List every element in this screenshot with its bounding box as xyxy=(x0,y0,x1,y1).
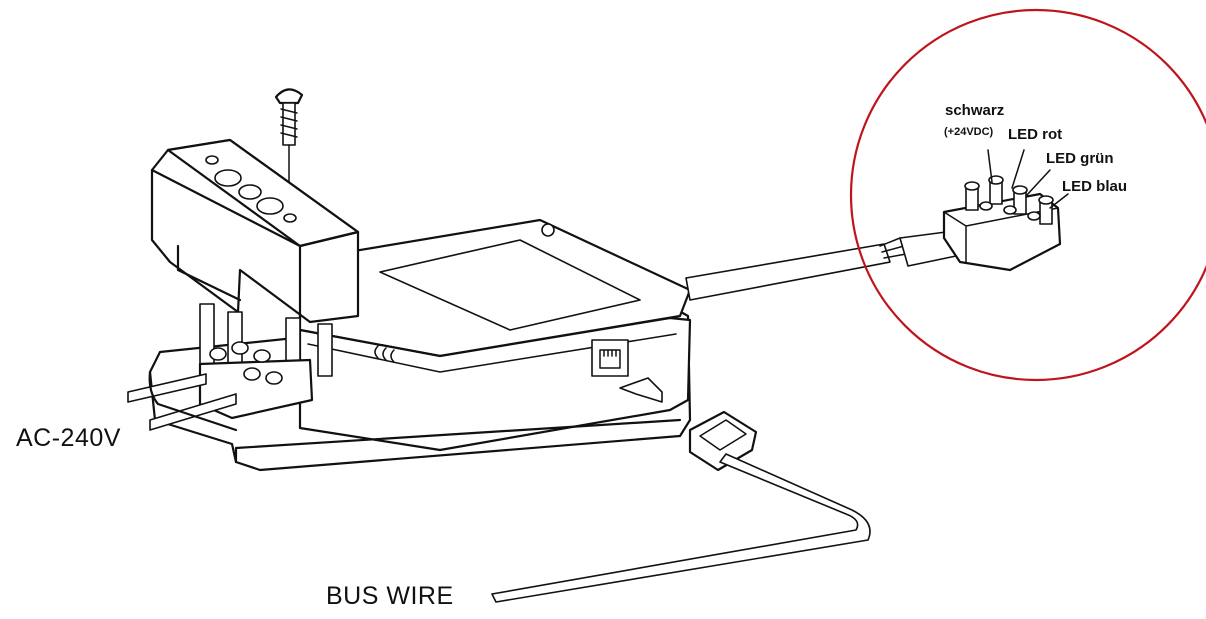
screw-right xyxy=(274,88,304,211)
wire-label-led-gruen: LED grün xyxy=(1046,150,1114,167)
ac-voltage-label: AC-240V xyxy=(16,424,121,452)
output-terminal-block xyxy=(899,149,1069,272)
wire-label-led-blau: LED blau xyxy=(1062,178,1128,195)
housing-body xyxy=(148,218,692,472)
wire-label-led-rot: LED rot xyxy=(1008,126,1063,143)
bus-wire-label: BUS WIRE xyxy=(326,582,454,610)
output-cable xyxy=(685,237,907,301)
wire-label-schwarz: schwarz xyxy=(945,102,1005,119)
highlight-circle xyxy=(849,8,1206,382)
terminal-cover xyxy=(150,138,360,324)
left-terminal-block xyxy=(127,303,333,432)
bus-wire xyxy=(491,410,871,603)
wire-label-24vdc: (+24VDC) xyxy=(944,126,994,138)
